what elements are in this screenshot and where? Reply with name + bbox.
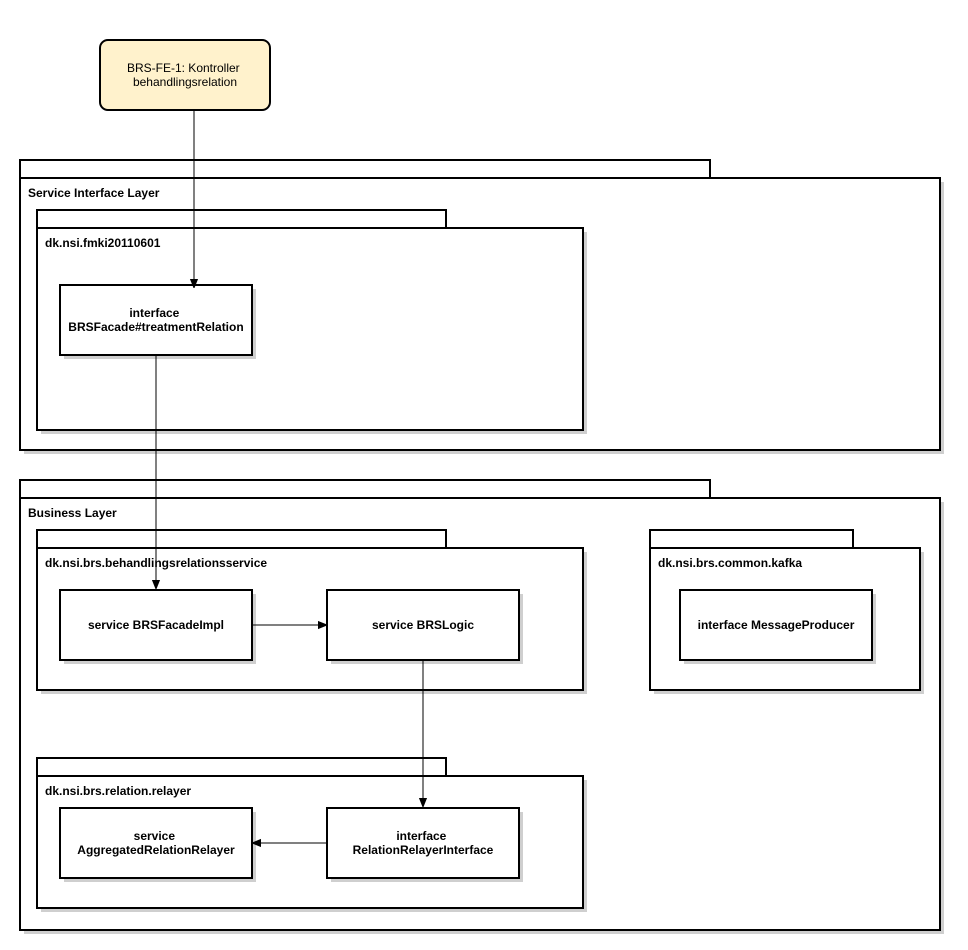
svg-text:interface BRSFacade#trea: interface BRSFacade#treatmentRelation: [68, 306, 243, 334]
package-fmki20110601-label: dk.nsi.fmki20110601: [45, 236, 161, 250]
brsfacadeimpl-label: service BRSFacadeImpl: [88, 618, 224, 632]
aggregated-line-1: service: [134, 829, 176, 843]
aggregated-line-2: AggregatedRelationRelayer: [77, 843, 235, 857]
start-line-2: behandlingsrelation: [133, 75, 237, 89]
node-brsfacadeimpl: service BRSFacadeImpl: [59, 589, 256, 664]
start-node: BRS-FE-1: Kontroller behandlingsrelation: [99, 39, 271, 111]
relayer-interface-line-2: RelationRelayerInterface: [353, 843, 494, 857]
svg-text:BRS-FE-1: Kontroller beh: BRS-FE-1: Kontroller behandlingsrelation: [127, 61, 243, 89]
start-line-1: BRS-FE-1: Kontroller: [127, 61, 240, 75]
node-brslogic: service BRSLogic: [326, 589, 523, 664]
package-behandlingsrelationsservice: dk.nsi.brs.behandlingsrelationsservice: [36, 529, 587, 694]
brsfacade-line-1: interface: [129, 306, 179, 320]
node-relationrelayerinterface: interface RelationRelayerInterface: [326, 807, 523, 882]
node-brsfacade-interface: interface BRSFacade#treatmentRelation: [59, 284, 256, 359]
relayer-interface-line-1: interface: [396, 829, 446, 843]
package-relation-relayer-label: dk.nsi.brs.relation.relayer: [45, 784, 191, 798]
brslogic-label: service BRSLogic: [372, 618, 474, 632]
node-messageproducer: interface MessageProducer: [679, 589, 876, 664]
svg-text:service AggregatedRelati: service AggregatedRelationRelayer: [77, 829, 235, 857]
service-interface-layer-label: Service Interface Layer: [28, 186, 160, 200]
package-common-kafka-label: dk.nsi.brs.common.kafka: [658, 556, 802, 570]
svg-text:interface RelationRelaye: interface RelationRelayerInterface: [353, 829, 494, 857]
node-aggregatedrelationrelayer: service AggregatedRelationRelayer: [59, 807, 256, 882]
messageproducer-label: interface MessageProducer: [698, 618, 855, 632]
business-layer-label: Business Layer: [28, 506, 117, 520]
brsfacade-line-2: BRSFacade#treatmentRelation: [68, 320, 243, 334]
